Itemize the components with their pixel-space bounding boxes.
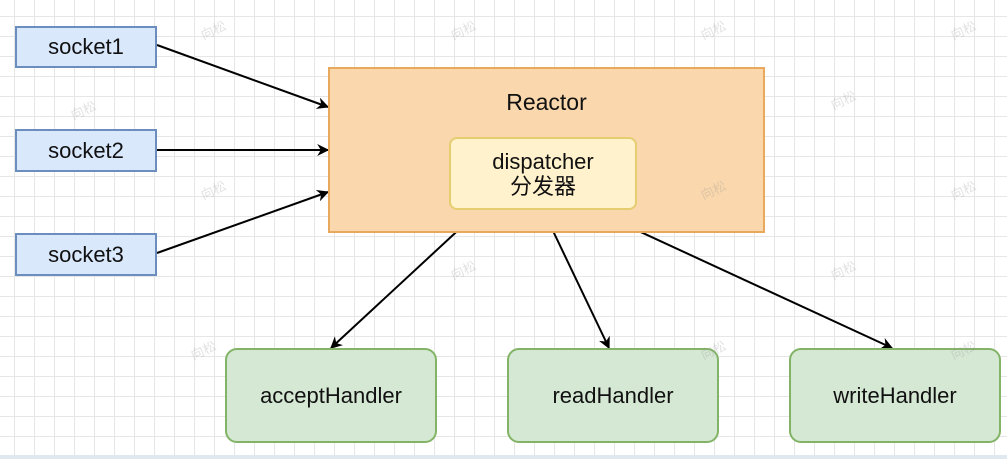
readhandler-label: readHandler (552, 382, 674, 408)
socket2-label: socket2 (48, 137, 124, 163)
socket1-label: socket1 (48, 34, 124, 59)
arrow-dispatcher-to-writehandler (592, 209, 894, 349)
arrow-dispatcher-to-readhandler (542, 209, 610, 350)
arrow-dispatcher-to-accepthandler (330, 209, 481, 349)
accepthandler-box: acceptHandler (225, 348, 437, 443)
writehandler-label: writeHandler (833, 382, 957, 408)
accepthandler-label: acceptHandler (260, 382, 402, 408)
arrow-socket3-to-reactor (156, 189, 330, 254)
socket2-box: socket2 (15, 129, 157, 172)
bottom-border (0, 455, 1007, 459)
dispatcher-label: dispatcher (492, 148, 594, 174)
readhandler-box: readHandler (507, 348, 719, 443)
dispatcher-chinese-label: 分发器 (509, 173, 576, 199)
dispatcher-box: dispatcher 分发器 (449, 137, 637, 210)
arrow-socket1-to-reactor (156, 44, 330, 109)
socket1-box: socket1 (15, 26, 157, 68)
reactor-title: Reactor (506, 89, 587, 115)
socket3-label: socket3 (48, 241, 124, 267)
writehandler-box: writeHandler (789, 348, 1001, 443)
socket3-box: socket3 (15, 233, 157, 276)
